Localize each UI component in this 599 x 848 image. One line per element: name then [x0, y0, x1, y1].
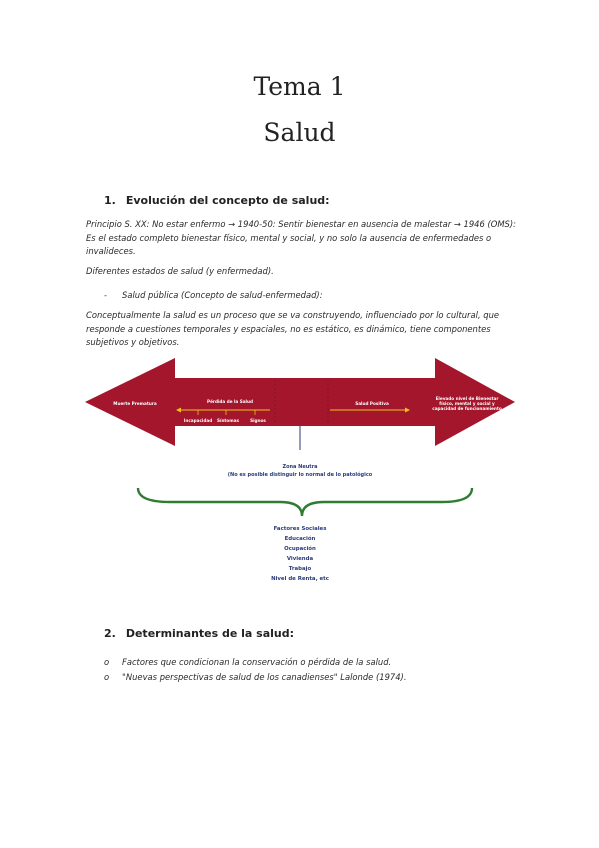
section-1-heading: 1. Evolución del concepto de salud: [104, 194, 330, 207]
label-neutral-zone: Zona Neutra [282, 464, 318, 470]
section-1-number: 1. [104, 194, 116, 207]
diagram-graphic [85, 358, 515, 517]
list-marker-1: o [104, 657, 110, 667]
loss-arrow-head [176, 407, 181, 413]
health-continuum-diagram: Muerte Prematura Pérdida de la Salud Inc… [80, 352, 520, 592]
label-signs: Signos [250, 418, 266, 423]
section-2-heading: 2. Determinantes de la salud: [104, 627, 294, 640]
label-premature-death: Muerte Prematura [113, 401, 157, 406]
label-loss-of-health: Pérdida de la Salud [207, 399, 253, 404]
factor-housing: Vivienda [286, 556, 314, 562]
determinant-item-2: "Nuevas perspectivas de salud de los can… [122, 672, 407, 682]
factors-brace [136, 487, 474, 517]
label-positive-health: Salud Positiva [355, 401, 389, 406]
bullet-marker: - [104, 290, 108, 300]
bullet-public-health: Salud pública (Concepto de salud-enferme… [122, 290, 323, 300]
factor-occupation: Ocupación [284, 546, 316, 552]
determinant-item-1: Factores que condicionan la conservación… [122, 657, 392, 667]
label-neutral-note: (No es posible distinguir lo normal de l… [227, 472, 373, 478]
paragraph-concept: Conceptualmente la salud es un proceso q… [86, 310, 500, 347]
paragraph-states: Diferentes estados de salud (y enfermeda… [86, 266, 274, 276]
double-arrow [85, 358, 515, 446]
label-incapacity: Incapacidad [183, 418, 213, 423]
section-2-number: 2. [104, 627, 116, 640]
label-symptoms: Síntomas [217, 418, 239, 423]
factor-income: Nivel de Renta, etc [271, 576, 329, 582]
paragraph-evolution: Principio S. XX: No estar enfermo → 1940… [86, 219, 516, 256]
positive-arrow-head [405, 407, 410, 413]
title-line-2: Salud [263, 118, 336, 147]
section-1-title: Evolución del concepto de salud: [125, 194, 330, 207]
label-high-wellbeing: Elevado nivel de Bienestar físico, menta… [432, 396, 502, 411]
factor-education: Educación [284, 536, 316, 542]
list-marker-2: o [104, 672, 110, 682]
factor-work: Trabajo [288, 566, 312, 572]
section-2-title: Determinantes de la salud: [125, 627, 295, 640]
factor-social: Factores Sociales [273, 526, 327, 532]
title-line-1: Tema 1 [253, 72, 346, 101]
